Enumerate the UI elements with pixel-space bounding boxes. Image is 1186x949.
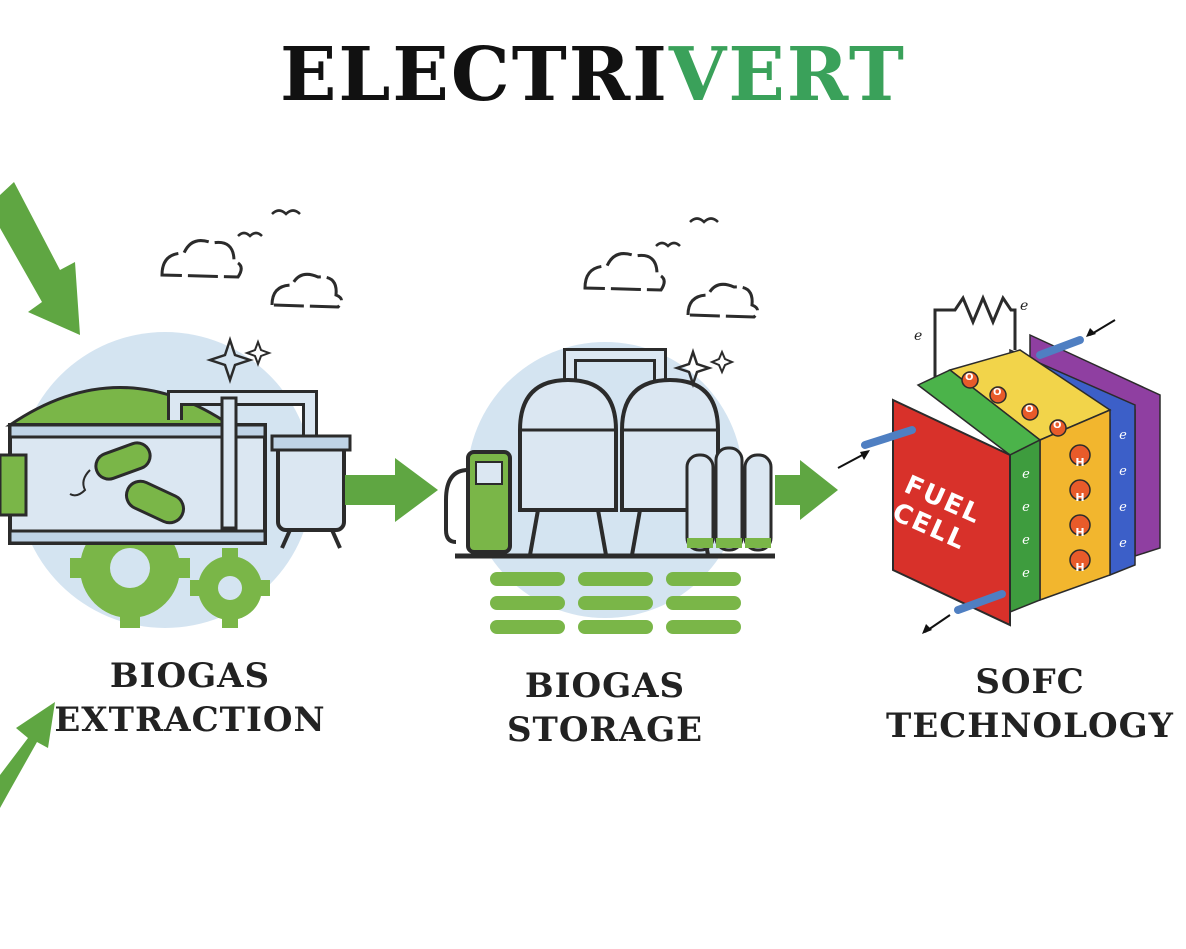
cloud-icon <box>270 272 343 309</box>
input-arrow-bottom <box>0 702 55 808</box>
stage-label-line-2: STORAGE <box>506 710 704 750</box>
biogas-storage-illustration <box>444 217 775 634</box>
electron-label: e <box>1119 500 1127 515</box>
cloud-icon <box>583 252 666 292</box>
hydrogen-molecules <box>961 371 1091 571</box>
hydrogen-label: H <box>1075 561 1085 574</box>
flow-arrow-2 <box>775 460 838 520</box>
brand-text-dark: ELECTRI <box>279 32 669 118</box>
oxygen-label: O <box>965 372 974 383</box>
hydrogen-label: H <box>1075 456 1085 469</box>
stage-label-line-1: SOFC <box>975 662 1085 702</box>
electron-label: e <box>1020 298 1029 314</box>
brand-logo: ELECTRIVERT <box>0 38 1186 112</box>
stage-label-line-1: BIOGAS <box>524 666 686 706</box>
electron-label: e <box>1022 467 1030 482</box>
electron-markings-blue: e e e e <box>1113 418 1133 562</box>
cloud-icon <box>686 282 759 319</box>
stage-label-extraction: BIOGAS EXTRACTION <box>40 654 340 742</box>
electron-label: e <box>914 328 923 344</box>
bacteria-icon <box>69 441 186 525</box>
bird-icon <box>271 209 301 216</box>
biogas-extraction-illustration <box>0 209 352 628</box>
electron-label: e <box>1119 428 1127 443</box>
resistor-icon <box>933 294 1017 385</box>
oxygen-label: O <box>1053 420 1062 431</box>
sofc-illustration <box>837 294 1161 634</box>
stage-label-sofc: SOFC TECHNOLOGY <box>880 660 1180 748</box>
oxygen-label: O <box>1025 404 1034 415</box>
input-arrow-top <box>0 182 80 335</box>
electron-label: e <box>1022 500 1030 515</box>
hydrogen-labels: H H H H <box>1070 445 1090 585</box>
electron-label: e <box>1119 464 1127 479</box>
electron-label: e <box>1022 566 1030 581</box>
electron-label: e <box>1119 536 1127 551</box>
stage-label-line-2: TECHNOLOGY <box>886 706 1174 746</box>
hydrogen-label: H <box>1075 526 1085 539</box>
ground-stripes <box>490 572 741 634</box>
electron-label: e <box>1022 533 1030 548</box>
storage-tank <box>518 377 618 512</box>
flow-arrow-1 <box>345 458 438 522</box>
electron-markings-green: e e e e <box>1016 458 1036 590</box>
bird-icon <box>689 217 719 224</box>
bird-icon <box>237 231 263 238</box>
sparkle-icon <box>206 336 254 384</box>
stage-label-line-1: BIOGAS <box>109 656 271 696</box>
brand-text-green: VERT <box>668 32 906 118</box>
sparkle-icon <box>673 348 713 388</box>
bird-icon <box>655 241 681 248</box>
hydrogen-label: H <box>1075 491 1085 504</box>
side-tank <box>276 438 346 532</box>
fuel-cell-front <box>892 398 1011 627</box>
stage-label-line-2: EXTRACTION <box>54 700 326 740</box>
gear-small-icon <box>190 548 270 628</box>
oxygen-label: O <box>993 387 1002 398</box>
gas-cylinder-icon <box>685 446 773 552</box>
stage-label-storage: BIOGAS STORAGE <box>455 664 755 752</box>
cloud-icon <box>160 239 243 279</box>
